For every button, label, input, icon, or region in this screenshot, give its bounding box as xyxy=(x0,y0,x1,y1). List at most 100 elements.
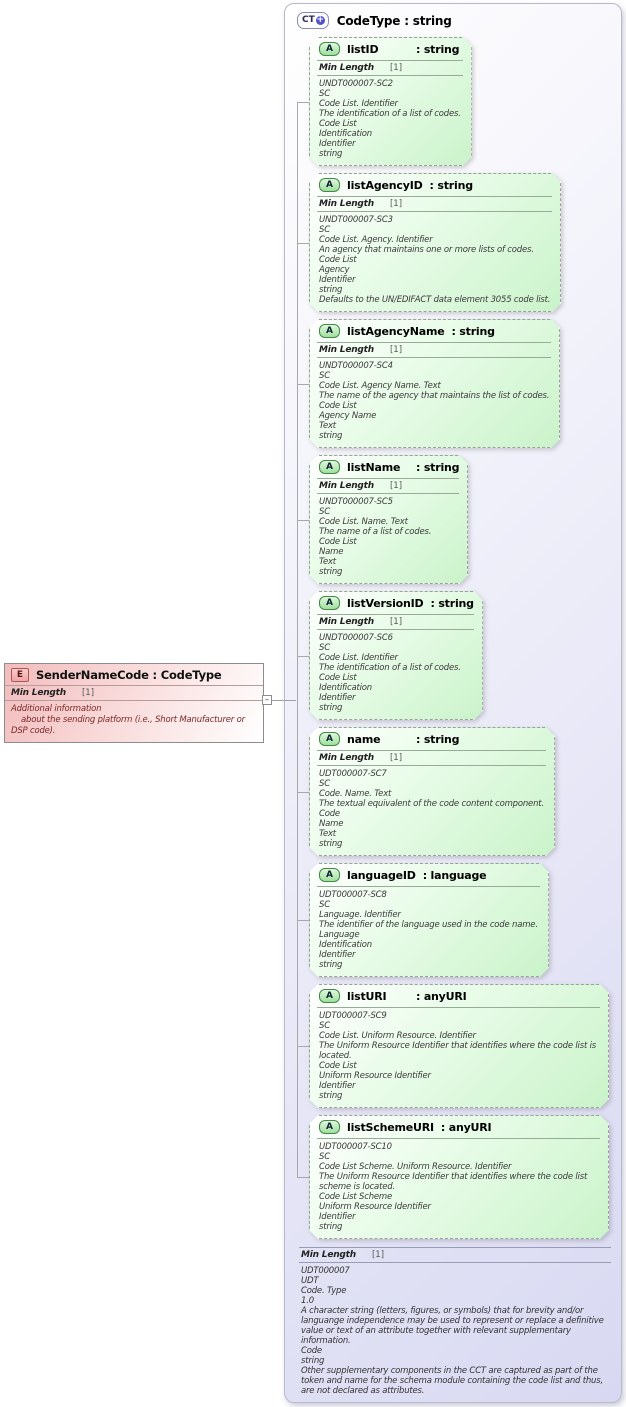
attribute-annotation: UDT000007-SC8 SC Language. Identifier Th… xyxy=(319,890,538,970)
attribute-header: A listSchemeURI : anyURI xyxy=(317,1119,600,1139)
attribute-connector-line xyxy=(297,655,309,657)
attribute-node[interactable]: A listID : string Min Length [1] UNDT000… xyxy=(309,37,472,166)
facet-label: Min Length xyxy=(319,617,374,627)
attribute-facet-min-length: Min Length [1] xyxy=(317,197,552,212)
attribute-type: : anyURI xyxy=(440,1120,492,1134)
attribute-type: : string xyxy=(430,596,474,610)
element-icon: E xyxy=(11,668,29,682)
attribute-facet-min-length: Min Length [1] xyxy=(317,61,463,76)
plus-icon: + xyxy=(315,15,325,25)
attribute-annotation: UNDT000007-SC4 SC Code List. Agency Name… xyxy=(319,361,550,441)
attribute-connector-line xyxy=(297,920,309,921)
complextype-icon: CT + xyxy=(297,12,329,29)
attribute-header: A name : string xyxy=(317,731,546,751)
attribute-name: listAgencyName xyxy=(347,324,445,338)
attribute-name: languageID xyxy=(347,868,416,882)
attribute-type: : string xyxy=(416,732,460,746)
attribute-icon: A xyxy=(319,868,340,882)
attribute-annotation: UNDT000007-SC6 SC Code List. Identifier … xyxy=(319,633,461,713)
attribute-type: : string xyxy=(451,324,495,338)
element-annotation: Additional information about the sending… xyxy=(11,704,245,736)
attribute-icon: A xyxy=(319,596,340,610)
attribute-annotation: UNDT000007-SC3 SC Code List. Agency. Ide… xyxy=(319,215,551,305)
attribute-annotation: UDT000007-SC7 SC Code. Name. Text The te… xyxy=(319,769,544,849)
element-title: SenderNameCode : CodeType xyxy=(36,668,222,682)
collapse-toggle[interactable]: – xyxy=(262,695,272,705)
facet-cardinality: [1] xyxy=(371,1250,385,1260)
facet-cardinality: [1] xyxy=(389,617,403,627)
complextype-title: CodeType : string xyxy=(336,13,452,28)
attribute-facet-min-length: Min Length [1] xyxy=(317,751,546,766)
attribute-facet-min-length: Min Length [1] xyxy=(317,615,474,630)
attribute-node[interactable]: A listName : string Min Length [1] UNDT0… xyxy=(309,455,468,584)
attribute-node[interactable]: A listAgencyID : string Min Length [1] U… xyxy=(309,173,561,312)
attribute-node[interactable]: A listSchemeURI : anyURI UDT000007-SC10 … xyxy=(309,1115,609,1239)
attribute-name: listVersionID xyxy=(347,596,424,610)
attribute-type: : string xyxy=(429,178,473,192)
facet-label: Min Length xyxy=(11,688,66,698)
facet-label: Min Length xyxy=(319,63,374,73)
facet-cardinality: [1] xyxy=(81,688,95,698)
attribute-annotation: UDT000007-SC9 SC Code List. Uniform Reso… xyxy=(319,1011,596,1101)
attribute-icon: A xyxy=(319,178,340,192)
attribute-list: A listID : string Min Length [1] UNDT000… xyxy=(297,37,613,1239)
attribute-icon: A xyxy=(319,989,340,1003)
attribute-connector-line xyxy=(297,383,309,385)
complextype-icon-label: CT xyxy=(302,15,315,25)
facet-label: Min Length xyxy=(301,1250,356,1260)
attribute-node[interactable]: A listAgencyName : string Min Length [1]… xyxy=(309,319,560,448)
element-facet-min-length: Min Length [1] xyxy=(5,686,263,701)
facet-label: Min Length xyxy=(319,753,374,763)
reference-connector-line xyxy=(272,700,296,701)
facet-label: Min Length xyxy=(319,345,374,355)
attribute-node[interactable]: A name : string Min Length [1] UDT000007… xyxy=(309,727,555,856)
facet-cardinality: [1] xyxy=(389,753,403,763)
attribute-type: : string xyxy=(416,42,460,56)
element-header: E SenderNameCode : CodeType xyxy=(5,664,263,686)
attribute-connector-line xyxy=(297,101,309,103)
attribute-facet-min-length: Min Length [1] xyxy=(317,343,551,358)
attribute-annotation: UDT000007-SC10 SC Code List Scheme. Unif… xyxy=(319,1142,588,1232)
attribute-icon: A xyxy=(319,460,340,474)
attribute-header: A listAgencyID : string xyxy=(317,177,552,197)
attribute-node[interactable]: A listURI : anyURI UDT000007-SC9 SC Code… xyxy=(309,984,609,1108)
attribute-header: A languageID : language xyxy=(317,867,540,887)
attribute-name: listID xyxy=(347,42,379,56)
attribute-name: listName xyxy=(347,460,401,474)
attribute-name: listSchemeURI xyxy=(347,1120,434,1134)
element-node-sendernamecode[interactable]: E SenderNameCode : CodeType Min Length [… xyxy=(4,663,264,743)
complextype-annotation: UDT000007 UDT Code. Type 1.0 A character… xyxy=(301,1266,604,1396)
complextype-node-codetype[interactable]: CT + CodeType : string A listID : string… xyxy=(284,3,622,1403)
footer-facet-min-length: Min Length [1] xyxy=(299,1247,611,1263)
facet-label: Min Length xyxy=(319,481,374,491)
attribute-icon: A xyxy=(319,42,340,56)
facet-label: Min Length xyxy=(319,199,374,209)
attribute-header: A listAgencyName : string xyxy=(317,323,551,343)
attribute-connector-line xyxy=(297,791,309,793)
attribute-connector-line xyxy=(297,242,309,244)
attribute-node[interactable]: A listVersionID : string Min Length [1] … xyxy=(309,591,483,720)
attribute-name: listURI xyxy=(347,989,387,1003)
attribute-icon: A xyxy=(319,732,340,746)
attribute-type: : string xyxy=(416,460,460,474)
attribute-header: A listVersionID : string xyxy=(317,595,474,615)
facet-cardinality: [1] xyxy=(389,63,403,73)
attribute-facet-min-length: Min Length [1] xyxy=(317,479,459,494)
attribute-icon: A xyxy=(319,1120,340,1134)
attribute-annotation: UNDT000007-SC5 SC Code List. Name. Text … xyxy=(319,497,432,577)
complextype-footer: Min Length [1] UDT000007 UDT Code. Type … xyxy=(299,1247,611,1396)
facet-cardinality: [1] xyxy=(389,481,403,491)
facet-cardinality: [1] xyxy=(389,199,403,209)
attribute-tree-vline xyxy=(297,101,298,1177)
attribute-connector-line xyxy=(297,1177,309,1178)
attribute-node[interactable]: A languageID : language UDT000007-SC8 SC… xyxy=(309,863,549,977)
attribute-type: : anyURI xyxy=(416,989,467,1003)
facet-cardinality: [1] xyxy=(389,345,403,355)
attribute-type: : language xyxy=(422,868,487,882)
attribute-header: A listURI : anyURI xyxy=(317,988,600,1008)
attribute-name: name xyxy=(347,732,381,746)
attribute-connector-line xyxy=(297,519,309,521)
attribute-annotation: UNDT000007-SC2 SC Code List. Identifier … xyxy=(319,79,461,159)
attribute-connector-line xyxy=(297,1046,309,1047)
attribute-name: listAgencyID xyxy=(347,178,423,192)
